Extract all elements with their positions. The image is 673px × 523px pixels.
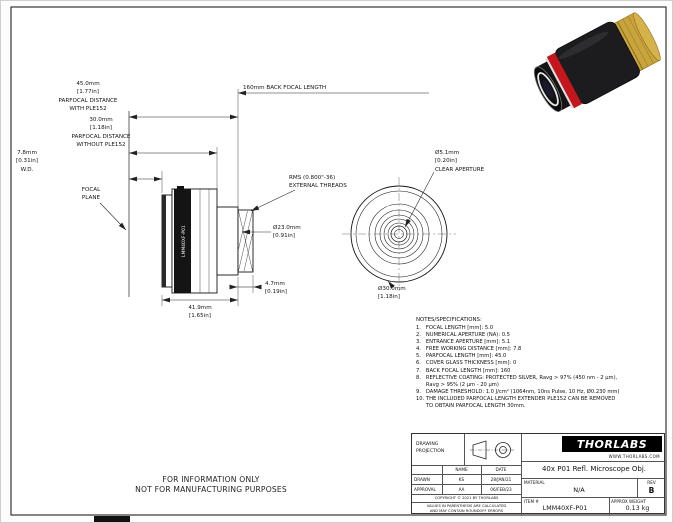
clear-aperture-mm: Ø5.1mm [435, 149, 459, 156]
note-line: TO OBTAIN PARFOCAL LENGTH 30mm. [416, 403, 526, 410]
note-line: 2. NUMERICAL APERTURE (NA): 0.5 [416, 332, 510, 339]
outer-dia-in: [1.18in] [378, 294, 400, 300]
drawn-name: KS [458, 476, 465, 482]
approval-label: APPROVAL [414, 486, 436, 492]
side-view: LMM40XF-P01 [16, 81, 429, 319]
dim-wd-mm: 7.8mm [17, 150, 37, 156]
note-line: 9. DAMAGE THRESHOLD: 1.0 J/cm² (1064nm, … [416, 388, 620, 395]
clear-aperture-in: [0.20in] [435, 158, 457, 164]
approx-weight-label: APPROX WEIGHT [611, 498, 647, 504]
watermark-line-2: NOT FOR MANUFACTURING PURPOSES [135, 485, 287, 494]
dim-wd-desc: W.D. [21, 167, 34, 173]
dimension-lines [129, 90, 429, 303]
third-angle-projection-icon [470, 440, 515, 460]
copyright-text: COPYRIGHT © 2021 BY THORLABS [434, 495, 499, 500]
note-line: 8. REFLECTIVE COATING: PROTECTED SILVER,… [416, 374, 618, 381]
front-view-leaders [387, 171, 435, 289]
dim-parfocal-without-desc1: PARFOCAL DISTANCE [72, 134, 131, 140]
dim-thread-len-in: [0.19in] [265, 289, 287, 295]
dim-parfocal-without-desc2: WITHOUT PLE152 [76, 142, 125, 148]
leader-lines [99, 189, 296, 235]
objective-neck [216, 206, 239, 276]
dim-diameter-mm: Ø23.0mm [273, 224, 301, 231]
item-number-value: LMM40XF-P01 [542, 504, 588, 512]
dim-parfocal-with-desc2: WITH PLE152 [69, 106, 106, 112]
dim-diameter-in: [0.91in] [273, 233, 295, 239]
note-line: 7. BACK FOCAL LENGTH [mm]: 160 [416, 367, 511, 374]
approval-date: 06/FEB/23 [490, 486, 512, 492]
notes-title: NOTES/SPECIFICATIONS: [416, 317, 482, 323]
disclaimer-line-2: AND MAY CONTAIN ROUNDOFF ERRORS [429, 509, 504, 513]
material-label: MATERIAL [524, 479, 545, 485]
projection-label-1: DRAWING [416, 442, 439, 447]
column-header-date: DATE [495, 466, 507, 472]
disclaimer-line-1: VALUES IN PARENTHESIS ARE CALCULATED [426, 504, 507, 508]
dim-parfocal-with-desc1: PARFOCAL DISTANCE [59, 98, 118, 104]
note-line: 5. PARFOCAL LENGTH [mm]: 45.0 [416, 353, 507, 360]
threads-label-2: EXTERNAL THREADS [289, 183, 347, 189]
information-only-watermark: FOR INFORMATION ONLY NOT FOR MANUFACTURI… [101, 475, 321, 495]
dim-thread-len-mm: 4.7mm [265, 281, 285, 287]
note-line: Ravg > 95% (2 µm - 20 µm) [416, 381, 499, 388]
note-line: 3. ENTRANCE APERTURE [mm]: 5.1 [416, 339, 511, 346]
barrel-grip-band [174, 189, 191, 293]
drawn-date: 28/JAN/21 [490, 476, 512, 482]
website-url: WWW.THORLABS.COM [608, 453, 660, 459]
front-view: Ø5.1mm [0.20in] CLEAR APERTURE Ø30.0mm [… [342, 149, 485, 300]
approval-name: AA [458, 486, 465, 492]
outer-dia-mm: Ø30.0mm [378, 285, 406, 292]
product-photo [533, 12, 661, 112]
drawn-label: DRAWN [414, 476, 430, 482]
barrel-setscrew [177, 186, 184, 190]
note-line: 1. FOCAL LENGTH [mm]: 5.0 [416, 325, 494, 331]
clear-aperture-desc: CLEAR APERTURE [435, 167, 485, 173]
thorlabs-logo: THORLABS [562, 436, 662, 452]
rev-label: REV [647, 479, 656, 485]
dim-parfocal-without-in: [1.18in] [90, 125, 112, 131]
dim-parfocal-with-in: [1.77in] [77, 89, 99, 95]
watermark-line-1: FOR INFORMATION ONLY [162, 475, 260, 484]
threads-label-1: RMS (0.800"-36) [289, 175, 335, 181]
projection-label-2: PROJECTION [416, 449, 445, 454]
note-line: 10. THE INCLUDED PARFOCAL LENGTH EXTENDE… [416, 395, 616, 402]
note-line: 6. COVER GLASS THICKNESS [mm]: 0 [416, 360, 517, 367]
item-number-label: ITEM # [524, 498, 539, 504]
dim-body-len-mm: 41.9mm [188, 305, 211, 311]
dim-parfocal-with-mm: 45.0mm [76, 81, 99, 87]
rev-value: B [648, 485, 655, 495]
objective-nose-band [162, 195, 166, 287]
barrel-engraving: LMM40XF-P01 [181, 225, 186, 257]
front-view-circles [350, 185, 448, 283]
notes-specifications: NOTES/SPECIFICATIONS: 1. FOCAL LENGTH [m… [416, 317, 668, 410]
approx-weight-value: 0.13 kg [625, 504, 650, 512]
title-block: DRAWING PROJECTION NAME DATE DRAWN KS 28… [411, 433, 666, 515]
dim-back-focal-length: 160mm BACK FOCAL LENGTH [243, 85, 326, 91]
dim-wd-in: [0.31in] [16, 158, 38, 164]
dim-parfocal-without-mm: 30.0mm [89, 117, 112, 123]
bottom-edge-bar [94, 516, 130, 522]
focal-plane-label-2: PLANE [82, 195, 101, 201]
drawing-title: 40x P01 Refl. Microscope Obj. [541, 465, 647, 473]
note-line: 4. FREE WORKING DISTANCE [mm]: 7.8 [416, 346, 522, 353]
dim-body-len-in: [1.65in] [189, 313, 211, 319]
column-header-name: NAME [455, 466, 468, 472]
material-value: N/A [573, 486, 585, 494]
focal-plane-label-1: FOCAL [82, 187, 101, 193]
